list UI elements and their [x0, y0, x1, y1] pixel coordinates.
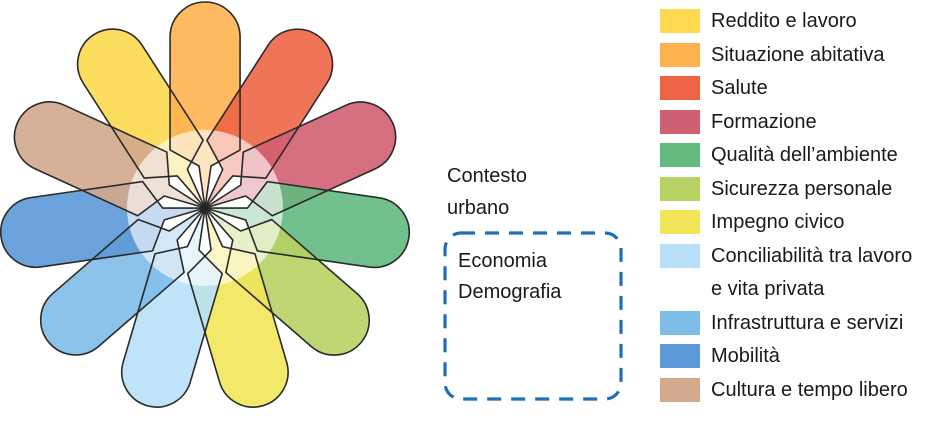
legend-swatch	[660, 243, 700, 268]
petal-outline	[0, 180, 206, 269]
legend-label-group: Cultura e tempo libero	[711, 378, 908, 402]
legend-label-group: Situazione abitativa	[711, 43, 884, 67]
context-items: Economia Demografia	[458, 249, 561, 311]
legend-label-group: Qualità dell’ambiente	[711, 143, 898, 167]
legend-label-group: Formazione	[711, 110, 817, 134]
legend-swatch	[660, 42, 700, 67]
petal-outline	[76, 28, 206, 209]
legend-swatch	[660, 176, 700, 201]
petal-outline	[204, 101, 397, 217]
legend-swatch	[660, 109, 700, 134]
legend-label-group: Conciliabilità tra lavoro e vita privata	[711, 244, 912, 302]
legend-item: Qualità dell’ambiente	[660, 143, 951, 167]
legend-swatch	[660, 9, 700, 33]
legend-label: Salute	[711, 77, 768, 99]
legend-label-group: Infrastruttura e servizi	[711, 311, 903, 335]
petal-outline	[13, 101, 206, 217]
legend-label-group: Reddito e lavoro	[711, 9, 857, 33]
petal-outline	[204, 28, 334, 209]
legend-swatch	[660, 210, 700, 234]
legend-item: Impegno civico	[660, 210, 951, 234]
petal-outline	[39, 207, 206, 356]
legend-label-group: Mobilità	[711, 344, 780, 368]
legend-item: Conciliabilità tra lavoro e vita privata	[660, 243, 951, 302]
legend-label: Cultura e tempo libero	[711, 378, 908, 401]
legend-label: Mobilità	[711, 345, 780, 367]
context-title-line2: urbano	[447, 197, 510, 219]
legend-item: Infrastruttura e servizi	[660, 310, 951, 335]
legend-item: Sicurezza personale	[660, 176, 951, 201]
legend-item: Reddito e lavoro	[660, 9, 951, 33]
legend-label-continued: e vita privata	[711, 278, 825, 300]
petal-outline	[120, 207, 224, 408]
legend-item: Cultura e tempo libero	[660, 377, 951, 402]
petal-outline	[204, 180, 410, 269]
legend-swatch	[660, 344, 700, 368]
context-item-economia: Economia	[458, 250, 547, 272]
legend-item: Salute	[660, 76, 951, 100]
legend-label: Sicurezza personale	[711, 177, 893, 200]
legend-swatch	[660, 310, 700, 335]
legend-label: Impegno civico	[711, 211, 845, 233]
context-dashed-box	[443, 231, 623, 401]
legend-label: Infrastruttura e servizi	[711, 311, 904, 334]
petal-outline	[169, 1, 241, 209]
legend-swatch	[660, 377, 700, 402]
legend-label-group: Sicurezza personale	[711, 177, 892, 201]
legend-item: Situazione abitativa	[660, 42, 951, 67]
flower-center	[202, 205, 208, 211]
context-title-line1: Contesto	[447, 165, 528, 187]
legend-swatch	[660, 143, 700, 167]
indicator-flower	[0, 1, 410, 408]
legend-label: Situazione abitativa	[711, 43, 885, 66]
legend-item: Mobilità	[660, 344, 951, 368]
legend-label: Formazione	[711, 110, 817, 133]
legend-item: Formazione	[660, 109, 951, 134]
legend-label-group: Impegno civico	[711, 210, 844, 234]
legend-label: Qualità dell’ambiente	[711, 144, 898, 166]
legend-swatch	[660, 76, 700, 100]
legend-label-group: Salute	[711, 76, 768, 100]
legend-label: Reddito e lavoro	[711, 10, 857, 32]
context-title: Contesto urbano	[447, 163, 527, 227]
petal-outline	[204, 207, 370, 356]
context-item-demografia: Demografia	[458, 281, 562, 303]
petal-outline	[186, 207, 289, 408]
legend-label: Conciliabilità tra lavoro	[711, 244, 913, 267]
